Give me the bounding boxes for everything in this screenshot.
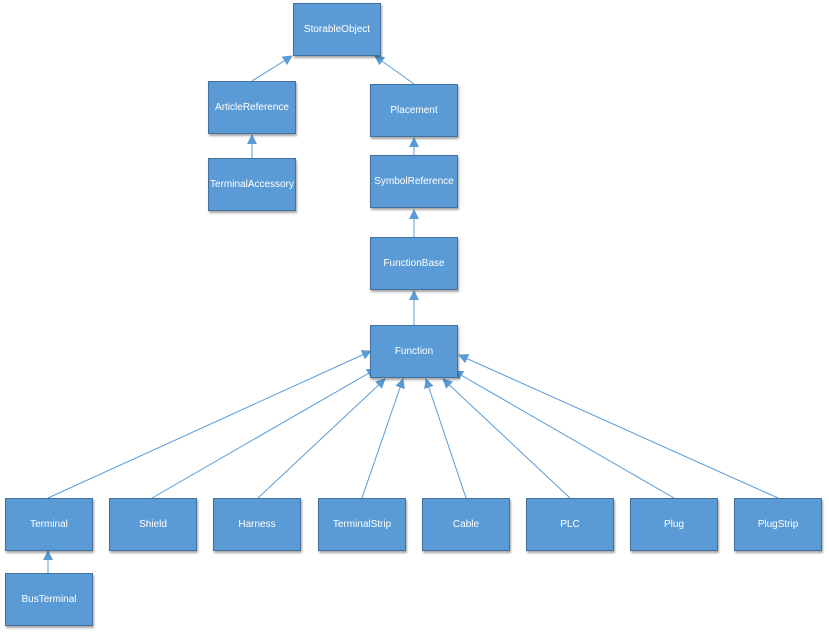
node-terminalaccessory: TerminalAccessory	[208, 158, 296, 211]
node-busterminal: BusTerminal	[5, 573, 93, 626]
node-articlereference: ArticleReference	[208, 81, 296, 134]
edge-articlereference-to-storableobject	[251, 55, 293, 82]
node-terminal: Terminal	[5, 498, 93, 551]
edge-plc-to-function	[442, 378, 571, 499]
node-shield: Shield	[109, 498, 197, 551]
edge-harness-to-function	[257, 378, 386, 499]
edge-shield-to-function	[151, 368, 377, 499]
node-cable: Cable	[422, 498, 510, 551]
node-harness: Harness	[213, 498, 301, 551]
edge-plugstrip-to-function	[458, 354, 779, 499]
node-functionbase: FunctionBase	[370, 237, 458, 290]
node-function: Function	[370, 325, 458, 378]
inheritance-edges	[43, 55, 779, 573]
node-storableobject: StorableObject	[293, 3, 381, 56]
edge-terminalstrip-to-function	[361, 378, 405, 499]
node-plug: Plug	[630, 498, 718, 551]
node-symbolreference: SymbolReference	[370, 155, 458, 208]
node-plugstrip: PlugStrip	[734, 498, 822, 551]
node-plc: PLC	[526, 498, 614, 551]
node-placement: Placement	[370, 84, 458, 137]
edge-cable-to-function	[424, 378, 467, 499]
edge-terminal-to-function	[47, 350, 372, 499]
edge-plug-to-function	[453, 370, 675, 499]
edge-placement-to-storableobject	[374, 55, 415, 85]
node-terminalstrip: TerminalStrip	[318, 498, 406, 551]
